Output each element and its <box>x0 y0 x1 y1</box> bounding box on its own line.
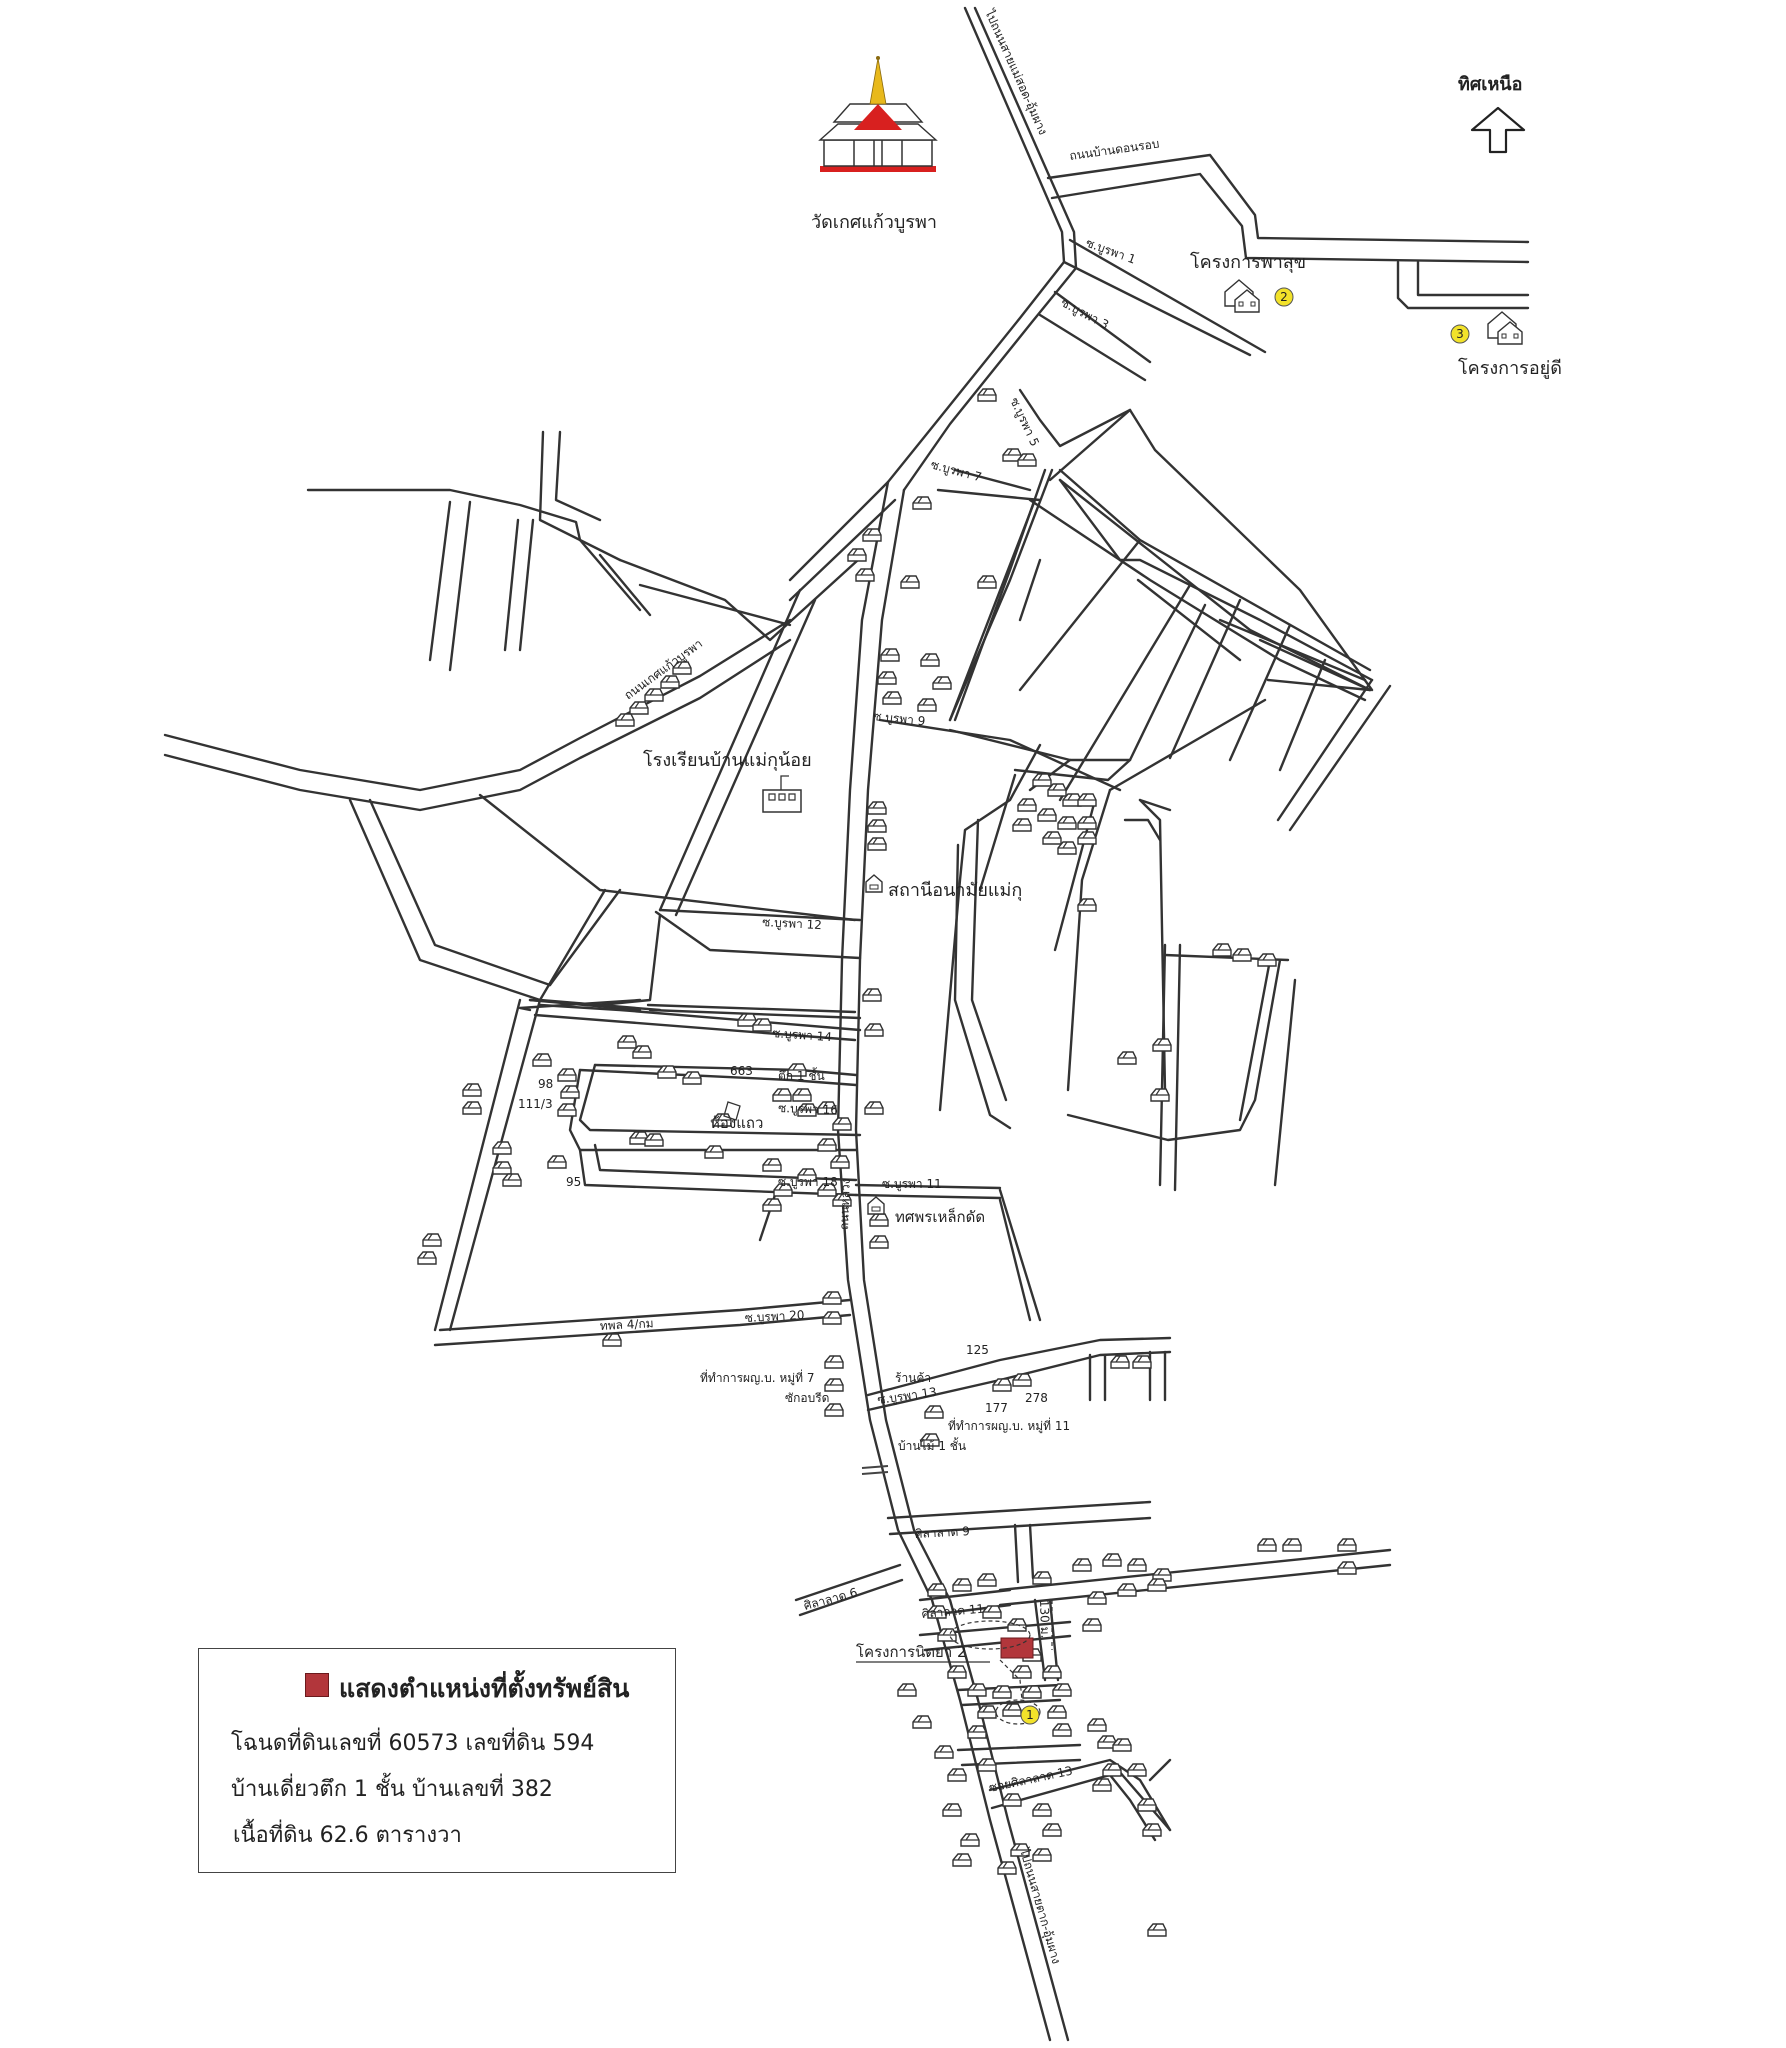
project-pasuk-label: โครงการพาสุข <box>1190 251 1306 273</box>
road-label-burapha-20: ซ.บูรพา 20 <box>744 1308 804 1326</box>
road-label-ban-dong: ถนนบ้านดอนรอบ <box>1068 136 1160 162</box>
road-label-main-south: ไปถนนสายตาก-อุ้มผาง <box>1016 1846 1064 1966</box>
road-label-highway: ทพล 4/กม <box>599 1316 654 1333</box>
marker-3-label: 3 <box>1456 327 1464 341</box>
row-house-label: ห้องแถว <box>710 1114 763 1132</box>
temple-icon <box>818 56 938 172</box>
road-label-burapha-13: ซ.บูรพา 13 <box>876 1385 937 1408</box>
house-number-278: 278 <box>1025 1391 1048 1405</box>
road-label-sila-11: ศิลาลาด 11 <box>921 1602 985 1621</box>
project-pasuk-icon <box>1224 279 1260 313</box>
office-7-label: ที่ทำการผญ.บ. หมู่ที่ 7 <box>700 1369 815 1386</box>
road-label-burapha-5: ซ.บูรพา 5 <box>1006 395 1042 449</box>
laundry-label: ซักอบรีด <box>785 1391 829 1405</box>
project-yudee-icon <box>1487 311 1523 345</box>
road-label-kesakaew: ถนนเกศแก้วบูรพา <box>622 636 706 703</box>
road-label-burapha-14: ซ.บูรพา 14 <box>772 1026 833 1045</box>
wood-house-label: บ้านไม้ 1 ชั้น <box>898 1437 966 1453</box>
road-label-burapha-9: ซ.บูรพา 9 <box>873 709 926 729</box>
house-number-125: 125 <box>966 1343 989 1357</box>
road-label-main-north: ไปถนนสายแม่สอด-อุ้มผาง <box>981 7 1050 138</box>
steel-shop-icon <box>867 1196 885 1215</box>
house-number-95: 95 <box>566 1175 581 1189</box>
road-label-burapha-18: ซ.บูรพา 18 <box>778 1175 838 1190</box>
house-number-111: 111/3 <box>518 1097 553 1111</box>
road-label-burapha-11: ซ.บูรพา 11 <box>882 1177 942 1192</box>
legend-title: แสดงตำแหน่งที่ตั้งทรัพย์สิน <box>339 1674 630 1703</box>
road-label-sila-13: ซอยศิลาลาด 13 <box>988 1764 1074 1795</box>
school-icon <box>762 775 802 813</box>
shop-label: ร้านค้า <box>895 1371 931 1385</box>
marker-2: 2 <box>1274 287 1294 307</box>
road-label-sila-9: ศิลาลาด 9 <box>914 1524 970 1541</box>
legend-box: แสดงตำแหน่งที่ตั้งทรัพย์สิน โฉนดที่ดินเล… <box>198 1648 676 1873</box>
health-station-icon <box>865 874 883 893</box>
marker-3: 3 <box>1450 324 1470 344</box>
steel-shop-label: ทศพรเหล็กดัด <box>895 1207 985 1226</box>
marker-1-label: 1 <box>1026 1708 1034 1722</box>
project-nitaya-label: โครงการนิตยา 2 <box>856 1643 967 1661</box>
property-legend-swatch <box>305 1673 329 1697</box>
house-number-177: 177 <box>985 1401 1008 1415</box>
road-label-distance: 130 ม. <box>1037 1600 1052 1639</box>
marker-1: 1 <box>1020 1705 1040 1725</box>
road-label-burapha-12: ซ.บูรพา 12 <box>762 915 822 933</box>
house-number-98: 98 <box>538 1077 553 1091</box>
legend-deed-line: โฉนดที่ดินเลขที่ 60573 เลขที่ดิน 594 <box>231 1731 595 1756</box>
compass-label: ทิศเหนือ <box>1458 74 1522 95</box>
row-house-icon <box>723 1101 741 1121</box>
road-label-burapha-3: ซ.บูรพา 3 <box>1058 295 1111 333</box>
marker-2-label: 2 <box>1280 290 1288 304</box>
health-station-label: สถานีอนามัยแม่กุ <box>888 880 1022 901</box>
road-label-burapha-16: ซ.บูรพา 16 <box>778 1101 838 1118</box>
house-number-663: 663 <box>730 1064 753 1078</box>
project-yudee-label: โครงการอยู่ดี <box>1458 357 1562 379</box>
north-arrow-icon <box>1470 106 1526 154</box>
office-11-label: ที่ทำการผญ.บ. หมู่ที่ 11 <box>948 1417 1070 1434</box>
road-label-main-vertical: ถนนหลวง <box>837 1178 853 1230</box>
school-label: โรงเรียนบ้านแม่กุน้อย <box>643 749 812 771</box>
property-marker <box>949 1600 1053 1725</box>
road-label-burapha-7: ซ.บูรพา 7 <box>929 457 983 485</box>
legend-area-line: เนื้อที่ดิน 62.6 ตารางวา <box>233 1823 462 1848</box>
legend-house-line: บ้านเดี่ยวตึก 1 ชั้น บ้านเลขที่ 382 <box>231 1777 553 1802</box>
brick-house-label: ตึก 1 ชั้น <box>778 1067 825 1083</box>
temple-label: วัดเกศแก้วบูรพา <box>811 212 937 233</box>
